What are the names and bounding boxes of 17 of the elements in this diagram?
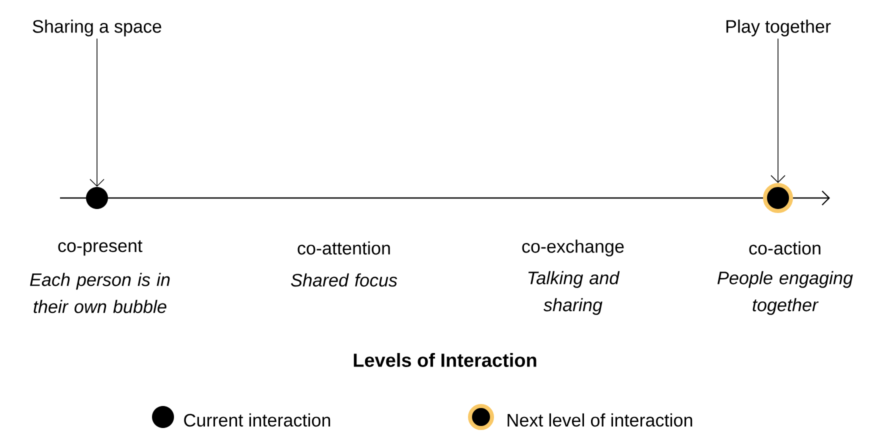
level-description: Talking and sharing bbox=[528, 271, 620, 315]
dot bbox=[86, 187, 108, 209]
level-description: Shared focus bbox=[291, 273, 398, 287]
highlighted-dot bbox=[763, 183, 794, 213]
callout-text: Play together bbox=[726, 20, 831, 36]
level-name: co-action bbox=[749, 241, 820, 255]
level-name: co-attention bbox=[298, 241, 390, 255]
arrow bbox=[90, 38, 104, 187]
callout-text: Sharing a space bbox=[32, 20, 162, 36]
caption: Levels of Interaction bbox=[354, 353, 536, 367]
arrow bbox=[770, 38, 786, 183]
legend-text: Next level of interaction bbox=[508, 413, 692, 427]
level-name: co-present bbox=[58, 240, 142, 256]
level-description: People engaging together bbox=[718, 271, 853, 315]
legend-text: Current interaction bbox=[184, 413, 330, 427]
level-description: Each person is in their own bubble bbox=[30, 272, 170, 314]
level-name: co-exchange bbox=[522, 240, 624, 256]
